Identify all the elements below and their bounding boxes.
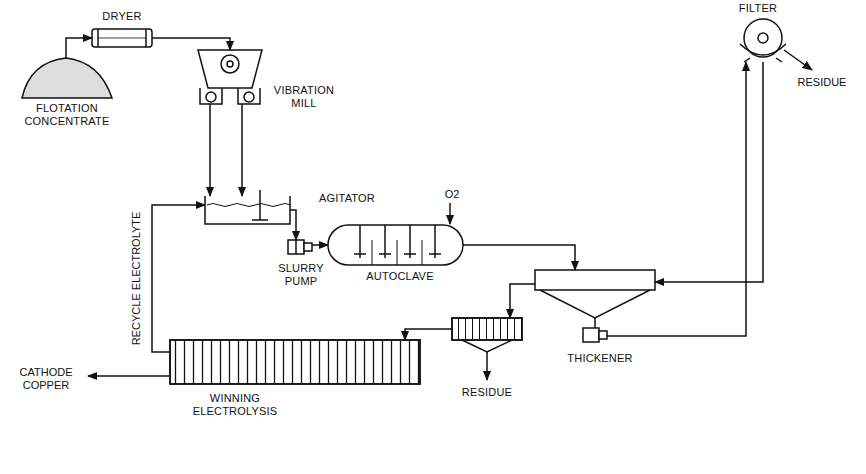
autoclave-vessel xyxy=(328,225,463,265)
settling-tank xyxy=(452,318,522,352)
cathode-copper-out xyxy=(88,375,170,377)
equipment-label: FLOTATION CONCENTRATE xyxy=(12,102,122,128)
tank-residue-out xyxy=(486,352,488,380)
electrolysis-cells xyxy=(170,340,420,384)
equipment-node: AGITATOR xyxy=(205,196,290,224)
equipment-node: SLURRY PUMP xyxy=(288,240,312,254)
stream-label: O2 xyxy=(440,188,464,201)
agitator-tank xyxy=(205,190,291,224)
equipment-node: FLOTATION CONCENTRATE xyxy=(22,58,112,98)
flow-line xyxy=(510,284,535,318)
flow-line xyxy=(209,104,211,196)
edge-label: RECYCLE ELECTROLYTE xyxy=(130,209,143,347)
equipment-node: AUTOCLAVE xyxy=(328,225,463,265)
equipment-label: SLURRY PUMP xyxy=(274,262,328,288)
equipment-label: DRYER xyxy=(92,10,152,23)
equipment-node: VIBRATION MILL xyxy=(198,50,262,104)
flow-line xyxy=(290,210,296,240)
equipment-label: VIBRATION MILL xyxy=(268,84,340,110)
mill-discharge xyxy=(241,104,243,196)
equipment-label: RESIDUE xyxy=(455,386,519,399)
drum-filter xyxy=(740,19,786,62)
concentrate-pile xyxy=(22,58,112,98)
flow-line xyxy=(655,62,763,282)
flow-line xyxy=(607,62,746,336)
flow-line xyxy=(152,205,205,352)
stream-label: CATHODE COPPER xyxy=(6,366,86,392)
equipment-label: WINNING ELECTROLYSIS xyxy=(180,392,290,418)
equipment-label: THICKENER xyxy=(555,352,645,365)
flow-line xyxy=(405,329,452,340)
equipment-node: DRYER xyxy=(92,29,152,47)
slurry-pump xyxy=(288,240,312,254)
flow-line xyxy=(312,244,328,246)
oxygen-feed xyxy=(449,203,451,224)
equipment-node: THICKENER xyxy=(535,270,655,342)
equipment-label: FILTER xyxy=(728,2,788,15)
filter-residue-out xyxy=(784,50,812,70)
flow-line xyxy=(66,38,92,58)
equipment-node: RESIDUE xyxy=(452,318,522,340)
equipment-node: WINNING ELECTROLYSIS xyxy=(170,340,420,384)
equipment-label: AUTOCLAVE xyxy=(360,270,440,283)
stream-label: RESIDUE xyxy=(790,76,854,89)
flow-line xyxy=(463,245,575,270)
thickener-tank xyxy=(535,270,655,342)
flow-line xyxy=(152,38,230,50)
dryer-drum xyxy=(92,29,152,47)
equipment-node: FILTER xyxy=(744,19,782,62)
vibration-mill xyxy=(198,50,262,104)
equipment-label: AGITATOR xyxy=(312,192,382,205)
